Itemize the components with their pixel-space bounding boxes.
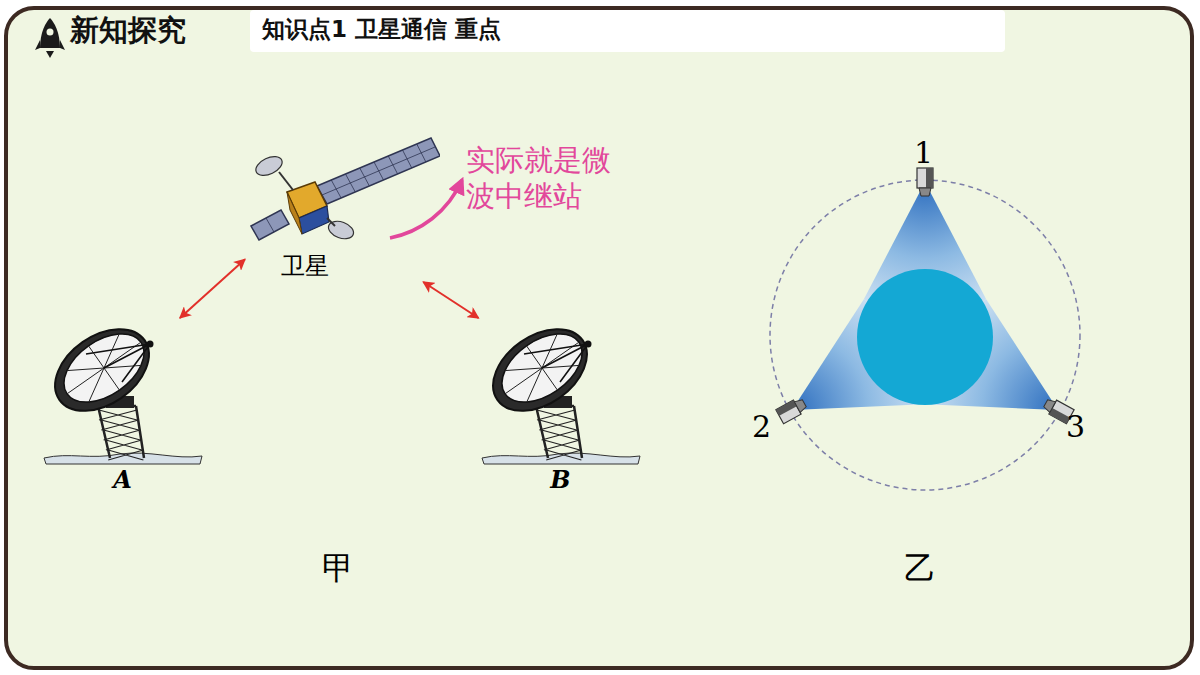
- topic-heading: 知识点1 卫星通信 重点: [262, 15, 501, 44]
- figure-caption: 乙: [904, 548, 936, 588]
- station-label: A: [113, 465, 132, 494]
- ground-station: A: [40, 318, 205, 494]
- ground-station: B: [478, 318, 643, 494]
- callout-number: 2: [752, 408, 771, 446]
- rocket-icon: [35, 18, 65, 58]
- satellite-icon: [776, 396, 808, 423]
- section-heading: 新知探究: [70, 12, 186, 48]
- satellite-icon: [917, 168, 933, 196]
- callout-arrow: [390, 180, 462, 238]
- earth: [857, 269, 993, 405]
- orbit-circle: [770, 180, 1080, 490]
- satellite-node: 卫星: [245, 130, 440, 282]
- header-band: [250, 10, 1005, 52]
- callout-note: 实际就是微波中继站: [466, 142, 638, 215]
- station-label: B: [550, 465, 570, 494]
- callout-number: 3: [1066, 408, 1085, 446]
- orbit-diagram: [770, 168, 1080, 490]
- node-label: 卫星: [281, 250, 329, 282]
- callout-number: 1: [914, 134, 933, 172]
- frame: [6, 8, 1192, 668]
- signal-arrow: [180, 259, 245, 318]
- satellite-picture: [245, 130, 440, 282]
- figure-caption: 甲: [322, 548, 354, 588]
- signal-arrow: [423, 282, 478, 318]
